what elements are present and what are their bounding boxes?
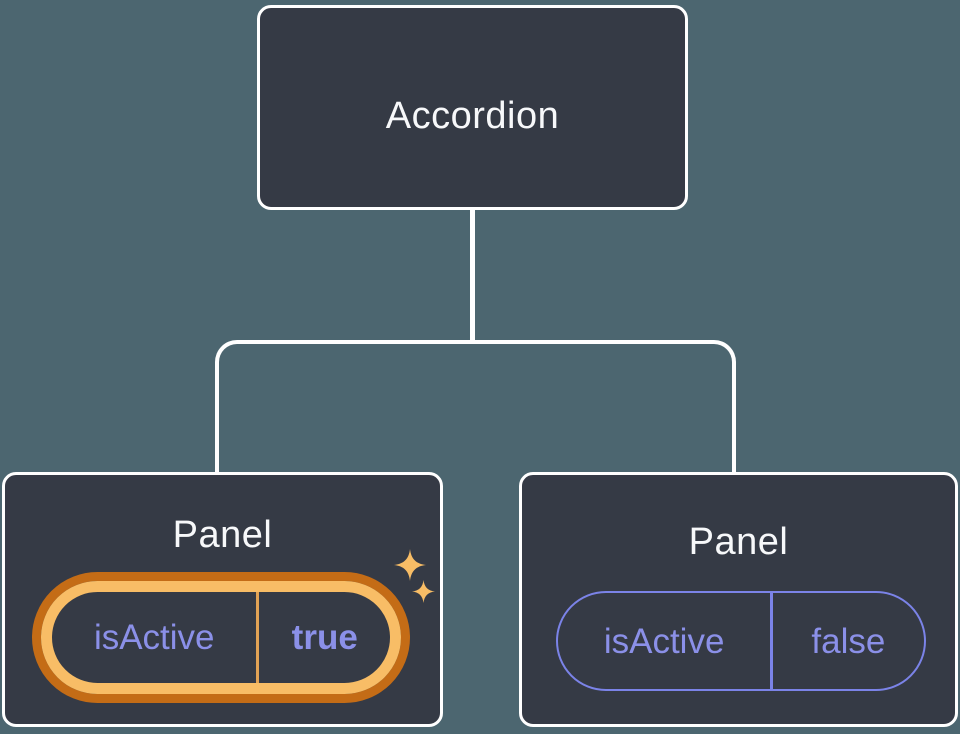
pill-divider — [256, 592, 260, 683]
sparkle-small-icon — [412, 580, 435, 603]
state-pill-active: isActive true — [32, 572, 410, 703]
pill-divider — [770, 593, 773, 689]
accordion-node: Accordion — [257, 5, 688, 210]
panel-node-active: Panel isActive true — [2, 472, 443, 727]
state-pill-inactive: isActive false — [556, 591, 926, 691]
state-pill-active-inner: isActive true — [41, 581, 401, 694]
panel-label: Panel — [172, 514, 273, 556]
panel-node-inactive: Panel isActive false — [519, 472, 958, 727]
state-key-label: isActive — [93, 618, 215, 657]
connector-stem — [470, 210, 475, 344]
state-value-label: false — [811, 621, 886, 661]
state-value-label: true — [291, 618, 358, 657]
sparkle-large-icon — [394, 549, 426, 581]
connector-bracket — [215, 340, 736, 472]
panel-label: Panel — [688, 521, 789, 563]
accordion-label: Accordion — [385, 95, 560, 137]
state-key-label: isActive — [603, 621, 725, 661]
